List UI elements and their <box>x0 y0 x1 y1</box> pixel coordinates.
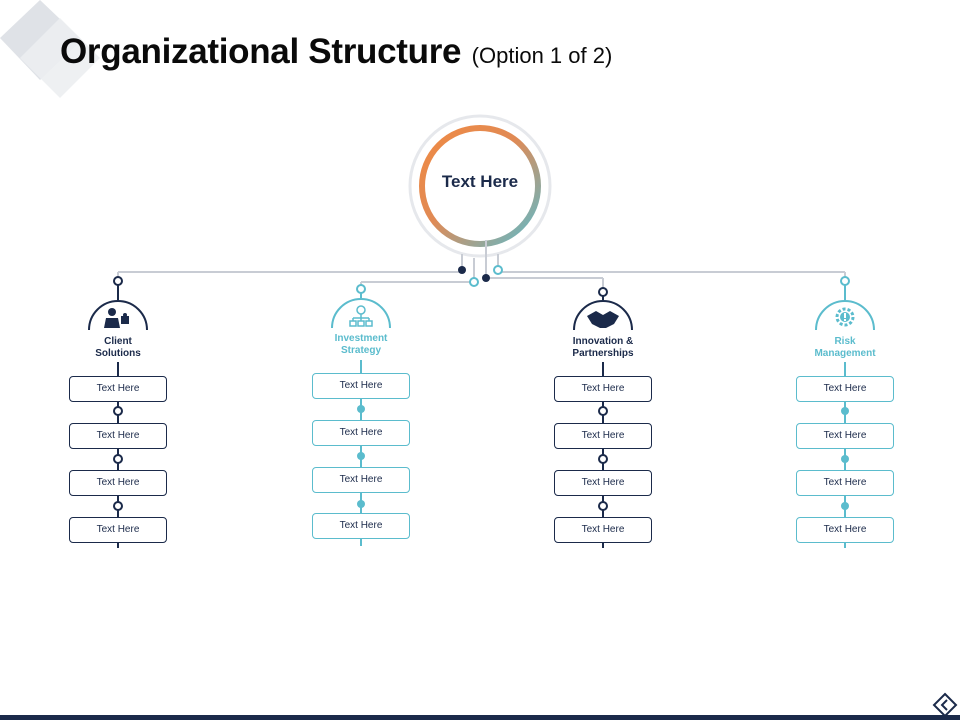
text-box: Text Here <box>554 423 652 449</box>
corner-decoration <box>0 0 100 98</box>
text-box: Text Here <box>69 423 167 449</box>
text-box: Text Here <box>796 423 894 449</box>
text-box: Text Here <box>554 470 652 496</box>
category-label-line1: Client <box>104 336 132 347</box>
category-label-line2: Management <box>814 348 876 359</box>
text-box: Text Here <box>69 517 167 543</box>
text-box: Text Here <box>312 467 410 493</box>
connector-hub <box>117 240 846 292</box>
chevron-left-icon[interactable] <box>932 692 958 718</box>
category-label-client-solutions: Client Solutions <box>63 336 173 360</box>
handshake-icon <box>587 311 619 328</box>
text-box: Text Here <box>796 470 894 496</box>
center-node-label: Text Here <box>441 172 519 191</box>
title-subtitle: (Option 1 of 2) <box>471 43 613 68</box>
category-label-line1: Innovation & <box>572 336 634 347</box>
dollar-hierarchy-icon <box>349 305 373 327</box>
title-main: Organizational Structure <box>60 32 462 71</box>
footer-bar <box>0 715 960 720</box>
page-title: Organizational Structure (Option 1 of 2) <box>60 32 612 72</box>
category-label-line2: Strategy <box>340 345 381 356</box>
category-label-risk-management: Risk Management <box>790 336 900 360</box>
category-label-line1: Investment <box>334 333 388 344</box>
text-box: Text Here <box>796 376 894 402</box>
text-box: Text Here <box>554 517 652 543</box>
category-label-line2: Partnerships <box>572 348 634 359</box>
text-box: Text Here <box>312 420 410 446</box>
category-label-innovation-partnerships: Innovation & Partnerships <box>548 336 658 360</box>
businessman-puzzle-icon <box>104 308 129 328</box>
category-label-investment-strategy: Investment Strategy <box>306 333 416 357</box>
text-box: Text Here <box>69 470 167 496</box>
text-box: Text Here <box>554 376 652 402</box>
text-box: Text Here <box>312 373 410 399</box>
category-label-line1: Risk <box>834 336 856 347</box>
column-investment-strategy <box>331 284 391 546</box>
hub-nodes <box>458 265 503 287</box>
center-node <box>408 114 552 258</box>
column-client-solutions <box>88 276 148 548</box>
category-label-line2: Solutions <box>95 348 141 359</box>
text-box: Text Here <box>796 517 894 543</box>
text-box: Text Here <box>69 376 167 402</box>
gear-alert-icon <box>835 307 855 327</box>
text-box: Text Here <box>312 513 410 539</box>
